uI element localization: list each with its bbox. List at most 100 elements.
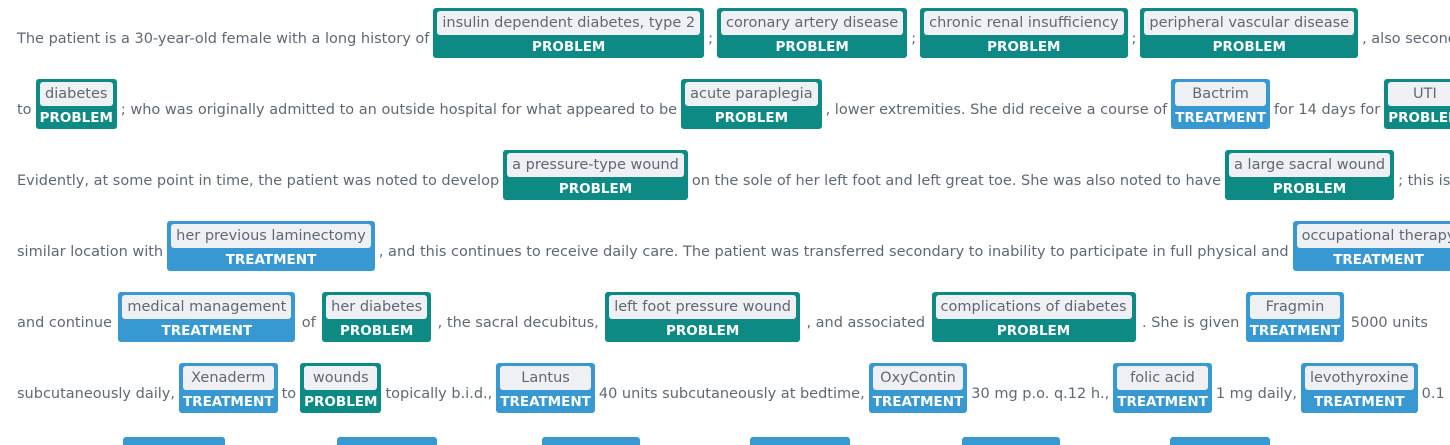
text-segment: and continue	[17, 315, 112, 331]
entity-label: TREATMENT	[1313, 394, 1405, 410]
entity-label: PROBLEM	[996, 323, 1071, 339]
entity-label: TREATMENT	[872, 394, 964, 410]
text-segment: 1 mg daily,	[1215, 386, 1297, 402]
text-segment: to	[17, 102, 32, 118]
entity-label: PROBLEM	[665, 323, 740, 339]
text-segment: , and associated	[806, 315, 926, 331]
next-line-entity-edge	[123, 437, 225, 445]
entity-label: TREATMENT	[1117, 394, 1208, 410]
text-segment: of	[301, 315, 316, 331]
entity-label: PROBLEM	[39, 110, 113, 126]
next-line-entity-edge	[750, 437, 850, 445]
text-segment: ; who was originally admitted to an outs…	[120, 102, 678, 118]
text-segment: ;	[911, 31, 917, 47]
entity-text: OxyContin	[872, 366, 964, 390]
text-segment: The patient is a 30-year-old female with…	[17, 31, 430, 47]
entity-text: Fragmin	[1249, 295, 1341, 319]
text-segment: subcutaneously daily,	[17, 386, 175, 402]
entity-label: TREATMENT	[1175, 110, 1266, 126]
entity-text: a large sacral wound	[1229, 153, 1391, 177]
entity-label: TREATMENT	[1249, 323, 1341, 339]
entity-text: folic acid	[1117, 366, 1208, 390]
text-segment: 5000 units	[1350, 315, 1428, 331]
text-segment: . She is given	[1142, 315, 1240, 331]
entity-text: chronic renal insufficiency	[924, 11, 1124, 35]
entity-text: medical management	[122, 295, 292, 319]
entity-text: Xenaderm	[182, 366, 274, 390]
text-segment: on the sole of her left foot and left gr…	[691, 173, 1222, 189]
text-segment: , lower extremities. She did receive a c…	[825, 102, 1168, 118]
entity-label: PROBLEM	[304, 394, 378, 410]
entity-text: Bactrim	[1175, 82, 1266, 106]
text-segment: topically b.i.d.,	[385, 386, 493, 402]
entity-text: peripheral vascular disease	[1144, 11, 1355, 35]
entity-label: TREATMENT	[1333, 252, 1424, 268]
entity-text: Lantus	[500, 366, 591, 390]
problem-entity[interactable]: UTI PROBLEM	[1384, 79, 1450, 129]
entity-text: wounds	[304, 366, 378, 390]
entity-label: PROBLEM	[775, 39, 849, 55]
entity-label: PROBLEM	[1272, 181, 1347, 197]
text-segment: 30 mg p.o. q.12 h.,	[971, 386, 1110, 402]
text-segment: 0.1	[1421, 386, 1445, 402]
entity-text: a pressure-type wound	[507, 153, 684, 177]
text-segment: for 14 days for	[1273, 102, 1381, 118]
entity-label: PROBLEM	[1388, 110, 1450, 126]
text-line: The patient is a 30-year-old female with…	[17, 8, 1450, 60]
entity-label: TREATMENT	[500, 394, 591, 410]
text-segment: similar location with	[17, 244, 164, 260]
entity-label: PROBLEM	[714, 110, 789, 126]
text-segment: 40 units subcutaneously at bedtime,	[598, 386, 865, 402]
entity-text: her previous laminectomy	[171, 224, 371, 248]
text-segment: ;	[708, 31, 713, 47]
entity-label: PROBLEM	[532, 39, 606, 55]
entity-label: TREATMENT	[161, 323, 253, 339]
entity-text: insulin dependent diabetes, type 2	[437, 11, 701, 35]
entity-text: complications of diabetes	[935, 295, 1132, 319]
next-line-entity-edge	[542, 437, 640, 445]
entity-text: levothyroxine	[1304, 366, 1414, 390]
entity-text: UTI	[1388, 82, 1450, 106]
entity-text: left foot pressure wound	[609, 295, 796, 319]
entity-text: coronary artery disease	[720, 11, 904, 35]
entity-label: PROBLEM	[340, 323, 414, 339]
text-segment: ; this is in a	[1398, 173, 1450, 189]
entity-label: TREATMENT	[225, 252, 317, 268]
entity-label: PROBLEM	[558, 181, 633, 197]
text-segment: to	[281, 386, 297, 402]
problem-entity[interactable]: insulin dependent diabetes, type 2 PROBLE…	[433, 8, 705, 58]
text-segment: ;	[1131, 31, 1137, 47]
entity-label: PROBLEM	[1212, 39, 1286, 55]
next-line-entity-edge	[337, 437, 437, 445]
entity-text: her diabetes	[326, 295, 428, 319]
text-segment: Evidently, at some point in time, the pa…	[17, 173, 500, 189]
entity-label: TREATMENT	[182, 394, 274, 410]
next-line-entity-edge	[1170, 437, 1270, 445]
entity-label: PROBLEM	[987, 39, 1061, 55]
